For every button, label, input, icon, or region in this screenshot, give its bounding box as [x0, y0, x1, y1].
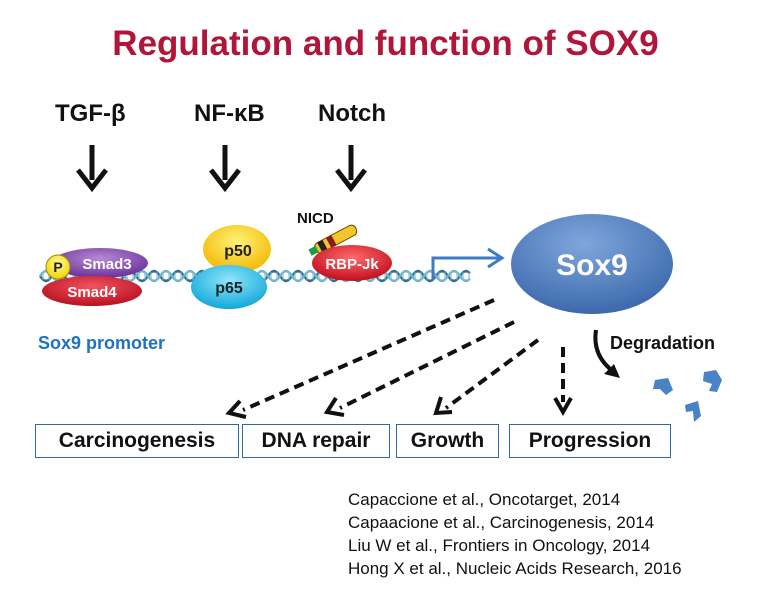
degraded-fragment-icon: [703, 370, 722, 392]
outcome-dna-repair: DNA repair: [242, 424, 390, 458]
degradation-label: Degradation: [610, 333, 716, 353]
signal-notch: Notch: [318, 100, 386, 127]
outcome-progression: Progression: [509, 424, 671, 458]
down-arrow-icon: [209, 145, 241, 193]
smad4-label: Smad4: [67, 284, 117, 301]
outcome-carcinogenesis: Carcinogenesis: [35, 424, 239, 458]
rbp-jk-label: RBP-Jk: [325, 256, 379, 273]
reference-item: Capaacione et al., Carcinogenesis, 2014: [348, 513, 655, 532]
sox9-protein: [511, 214, 673, 314]
arrowhead-icon: [433, 396, 453, 416]
dashed-arrow-icon: [339, 320, 515, 410]
reference-item: Hong X et al., Nucleic Acids Research, 2…: [348, 559, 682, 578]
transcription-start-arrow-icon: [431, 247, 505, 280]
arrowhead-icon: [553, 397, 573, 417]
p65-protein: [191, 265, 267, 309]
references: Capaccione et al., Oncotarget, 2014 Capa…: [348, 488, 682, 580]
signal-tgf-beta: TGF-β: [55, 100, 126, 127]
rbp-jk-protein: [312, 245, 392, 281]
arrowhead-icon: [225, 399, 247, 419]
smad3-protein: [52, 248, 148, 278]
degradation-arrow-icon: [593, 329, 620, 378]
p50-label: p50: [224, 243, 252, 260]
degraded-fragment-icon: [653, 378, 673, 395]
sox9-promoter-label: Sox9 promoter: [38, 333, 166, 353]
p65-label: p65: [215, 280, 243, 297]
diagram-title: Regulation and function of SOX9: [112, 24, 659, 63]
outcome-growth: Growth: [396, 424, 499, 458]
nicd-label: NICD: [297, 210, 334, 227]
phosphate-icon: [45, 254, 71, 280]
down-arrow-icon: [335, 145, 367, 193]
reference-item: Liu W et al., Frontiers in Oncology, 201…: [348, 536, 651, 555]
degraded-fragment-icon: [685, 401, 701, 422]
reference-item: Capaccione et al., Oncotarget, 2014: [348, 490, 621, 509]
phosphate-label: P: [53, 259, 62, 275]
signal-nf-kb: NF-κB: [194, 100, 265, 127]
down-arrow-icon: [76, 145, 108, 193]
smad4-protein: [42, 276, 142, 306]
sox9-label: Sox9: [556, 249, 628, 282]
dashed-arrow-icon: [444, 338, 540, 410]
nicd-fragment-icon: [308, 224, 358, 256]
smad3-label: Smad3: [82, 256, 131, 273]
dashed-arrow-icon: [242, 298, 495, 412]
p50-protein: [203, 225, 271, 273]
arrowhead-icon: [323, 396, 345, 417]
